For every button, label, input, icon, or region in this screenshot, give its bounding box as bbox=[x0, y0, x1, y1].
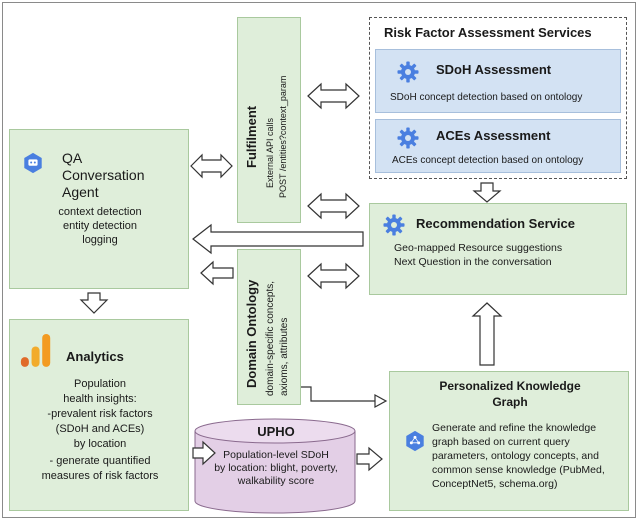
analytics-icon bbox=[20, 334, 51, 367]
domain-ontology-box: Domain Ontology domain-specific concepts… bbox=[237, 249, 301, 405]
knowledge-graph-title-line2: Graph bbox=[492, 395, 528, 409]
knowledge-graph-line: ConceptNet5, schema.org) bbox=[432, 478, 558, 490]
aces-assessment-box: ACEs Assessment ACEs concept detection b… bbox=[375, 119, 621, 173]
dialogflow-icon bbox=[24, 152, 42, 174]
upho-cylinder bbox=[194, 418, 356, 514]
upho-title: UPHO bbox=[257, 424, 295, 439]
qa-agent-item: entity detection bbox=[63, 220, 137, 232]
upho-line: walkability score bbox=[237, 475, 315, 487]
bent-arrow-line bbox=[301, 386, 375, 402]
gear-icon bbox=[383, 214, 405, 236]
qa-agent-title-line3: Agent bbox=[62, 184, 99, 200]
arrows-layer bbox=[79, 82, 503, 472]
risk-services-container: Risk Factor Assessment Services SDoH Ass… bbox=[369, 17, 627, 179]
knowledge-graph-line: graph based on current query bbox=[432, 436, 570, 448]
knowledge-graph-title-line1: Personalized Knowledge bbox=[439, 379, 581, 393]
recommendation-title: Recommendation Service bbox=[416, 216, 575, 231]
qa-agent-item: logging bbox=[82, 234, 118, 246]
right-arrow bbox=[356, 446, 383, 472]
recommendation-line1: Geo-mapped Resource suggestions bbox=[394, 242, 563, 254]
right-arrow bbox=[192, 440, 216, 466]
upho-line: Population-level SDoH bbox=[223, 449, 329, 461]
analytics-line: - generate quantified bbox=[49, 455, 151, 467]
analytics-box: Analytics Population health insights: -p… bbox=[9, 319, 189, 511]
upho-line: by location: blight, poverty, bbox=[214, 462, 338, 474]
analytics-line: by location bbox=[73, 438, 127, 450]
up-arrow bbox=[471, 302, 503, 366]
gear-icon bbox=[397, 61, 419, 83]
double-arrow bbox=[307, 192, 360, 220]
analytics-line: health insights: bbox=[63, 393, 137, 405]
down-arrow bbox=[472, 182, 502, 203]
knowledge-graph-icon bbox=[406, 430, 424, 452]
recommendation-line2: Next Question in the conversation bbox=[394, 256, 552, 268]
double-arrow bbox=[307, 82, 360, 110]
risk-services-title: Risk Factor Assessment Services bbox=[384, 25, 592, 40]
analytics-line: (SDoH and ACEs) bbox=[55, 423, 145, 435]
diagram-frame: Risk Factor Assessment Services SDoH Ass… bbox=[2, 2, 636, 518]
down-arrow bbox=[79, 292, 109, 314]
gear-icon bbox=[397, 127, 419, 149]
bent-arrow-head bbox=[374, 393, 388, 409]
analytics-line: -prevalent risk factors bbox=[47, 408, 153, 420]
sdoh-assessment-box: SDoH Assessment SDoH concept detection b… bbox=[375, 49, 621, 113]
aces-assessment-desc: ACEs concept detection based on ontology bbox=[392, 155, 584, 166]
long-left-arrow bbox=[192, 223, 364, 255]
knowledge-graph-box: Personalized Knowledge Graph Generate an… bbox=[389, 371, 629, 511]
recommendation-box: Recommendation Service Geo-mapped Resour… bbox=[369, 203, 627, 295]
qa-agent-title-line1: QA bbox=[62, 150, 83, 166]
analytics-title: Analytics bbox=[66, 349, 124, 364]
double-arrow bbox=[307, 262, 360, 290]
qa-agent-title-line2: Conversation bbox=[62, 167, 145, 183]
knowledge-graph-line: parameters, ontology concepts, and bbox=[432, 450, 599, 462]
sdoh-assessment-desc: SDoH concept detection based on ontology bbox=[390, 92, 583, 103]
fulfilment-box: Fulfilment External API calls POST /enti… bbox=[237, 17, 301, 223]
sdoh-assessment-title: SDoH Assessment bbox=[436, 62, 552, 77]
left-arrow bbox=[200, 260, 234, 286]
aces-assessment-title: ACEs Assessment bbox=[436, 128, 551, 143]
qa-agent-item: context detection bbox=[58, 206, 142, 218]
qa-agent-box: QA Conversation Agent context detection … bbox=[9, 129, 189, 289]
analytics-line: measures of risk factors bbox=[41, 470, 159, 482]
double-arrow bbox=[190, 153, 233, 179]
knowledge-graph-line: common sense knowledge (PubMed, bbox=[432, 464, 605, 476]
analytics-line: Population bbox=[74, 378, 126, 390]
knowledge-graph-line: Generate and refine the knowledge bbox=[432, 422, 597, 434]
